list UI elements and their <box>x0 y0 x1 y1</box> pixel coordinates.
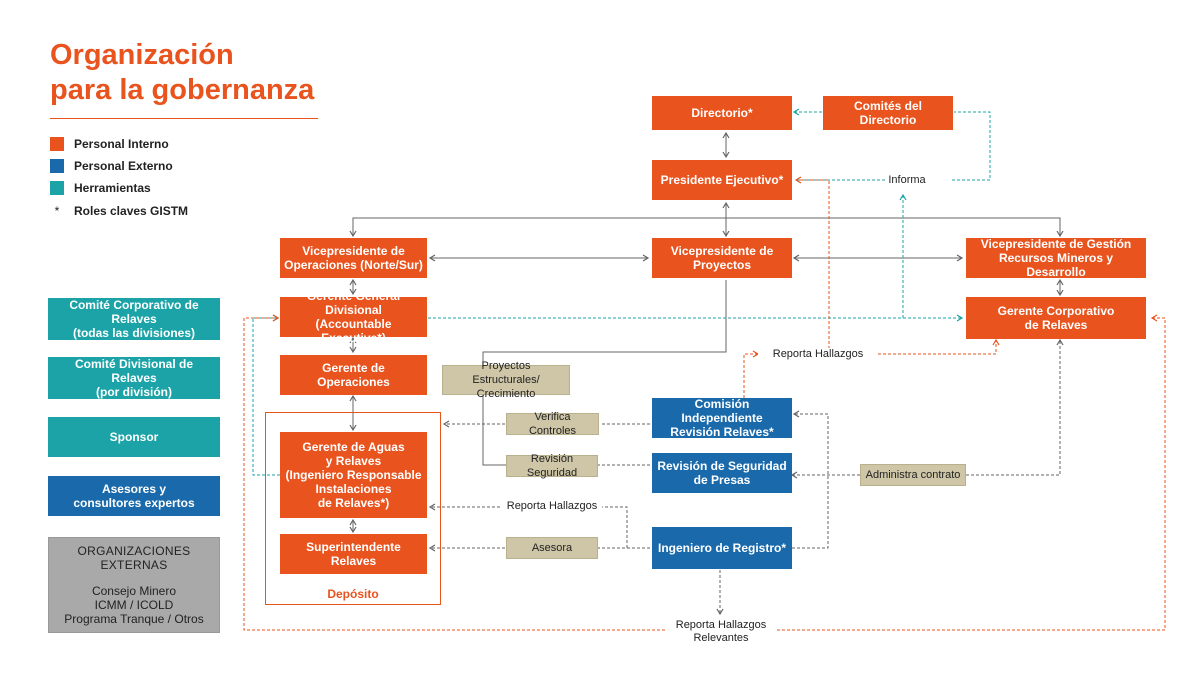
page-title: Organización para la gobernanza <box>50 38 314 108</box>
legend-label: Roles claves GISTM <box>74 204 189 218</box>
box-line: Sponsor <box>109 430 159 444</box>
legend-label: Personal Externo <box>74 159 173 173</box>
deposito-frame <box>265 412 441 605</box>
box-line: Presidente Ejecutivo* <box>660 173 784 187</box>
revision-presas-box: Revisión de Seguridad de Presas <box>652 453 792 493</box>
box-line: Comité Divisional de Relaves <box>74 357 194 385</box>
box-line: consultores expertos <box>73 496 195 510</box>
legend-herramientas: Herramientas <box>50 181 151 195</box>
revision-seguridad-box: Revisión Seguridad <box>506 453 598 479</box>
box-line: Comité Corporativo de Relaves <box>69 298 199 326</box>
reporta-hallazgos-label-2: Reporta Hallazgos <box>502 500 602 513</box>
box-line: (por división) <box>96 385 172 399</box>
box-line: Gerente de Aguas <box>302 440 405 454</box>
box-line: Directorio* <box>691 106 753 120</box>
box-line: Superintendente Relaves <box>306 540 401 568</box>
box-line: Administra contrato <box>865 469 961 481</box>
asterisk-icon: * <box>54 204 60 218</box>
box-line: Gerente General Divisional <box>306 289 401 317</box>
box-line: ICMM / ICOLD <box>94 598 174 612</box>
box-line: Recursos Mineros y Desarrollo <box>998 251 1114 279</box>
legend-swatch-blue <box>50 159 64 173</box>
reporta-hallazgos-relevantes-label: Reporta Hallazgos Relevantes <box>665 619 777 645</box>
comite-divisional-box: Comité Divisional de Relaves (por divisi… <box>48 357 220 399</box>
informa-label: Informa <box>885 174 929 187</box>
box-line: Proyectos <box>692 258 752 272</box>
box-line: Asesora <box>531 542 573 554</box>
deposito-label: Depósito <box>327 587 379 601</box>
organizaciones-externas-box: ORGANIZACIONES EXTERNAS Consejo Minero I… <box>48 537 220 633</box>
gerente-general-box: Gerente General Divisional (Accountable … <box>280 289 427 345</box>
gerente-operaciones-box: Gerente de Operaciones <box>280 355 427 395</box>
comision-box: Comisión Independiente Revisión Relaves* <box>652 397 792 439</box>
title-rule <box>50 118 318 119</box>
directorio-box: Directorio* <box>652 96 792 130</box>
box-line: Comisión Independiente <box>681 397 763 425</box>
comites-directorio-box: Comités del Directorio <box>823 96 953 130</box>
legend-roles-claves: * Roles claves GISTM <box>50 204 188 218</box>
box-line: y Relaves <box>325 454 382 468</box>
box-line: Gerente de <box>322 361 385 375</box>
box-line: Instalaciones <box>315 482 392 496</box>
box-line: Revisión Seguridad <box>526 453 578 479</box>
gerente-corporativo-box: Gerente Corporativo de Relaves <box>966 297 1146 339</box>
sponsor-box: Sponsor <box>48 417 220 457</box>
gerente-aguas-box: Gerente de Aguas y Relaves (Ingeniero Re… <box>280 432 427 518</box>
box-line: de Relaves <box>1024 318 1088 332</box>
label-line: Relevantes <box>693 632 749 644</box>
box-line: Revisión de Seguridad <box>657 459 787 473</box>
box-line: de Presas <box>693 473 751 487</box>
box-line: Vicepresidente de <box>302 244 405 258</box>
vp-operaciones-box: Vicepresidente de Operaciones (Norte/Sur… <box>280 238 427 278</box>
box-line: Programa Tranque / Otros <box>64 612 204 626</box>
presidente-box: Presidente Ejecutivo* <box>652 160 792 200</box>
legend-personal-externo: Personal Externo <box>50 159 173 173</box>
asesora-box: Asesora <box>506 537 598 559</box>
box-line: Operaciones <box>317 375 390 389</box>
reporta-hallazgos-label-1: Reporta Hallazgos <box>758 348 878 361</box>
legend-label: Herramientas <box>74 181 151 195</box>
box-line: Consejo Minero <box>91 584 177 598</box>
box-line: Proyectos Estructurales/ <box>472 360 540 386</box>
box-line: (Accountable Executive*) <box>315 317 392 345</box>
ingeniero-registro-box: Ingeniero de Registro* <box>652 527 792 569</box>
box-line: Gerente Corporativo <box>997 304 1115 318</box>
box-line: Ingeniero de Registro* <box>657 541 787 555</box>
box-line: (todas las divisiones) <box>72 326 196 340</box>
legend-label: Personal Interno <box>74 137 169 151</box>
box-line: Comités del Directorio <box>853 99 922 127</box>
comite-corporativo-box: Comité Corporativo de Relaves (todas las… <box>48 298 220 340</box>
title-line-1: Organización <box>50 39 234 71</box>
box-line: Verifica Controles <box>528 411 577 437</box>
label-line: Reporta Hallazgos <box>675 619 767 631</box>
title-line-2: para la gobernanza <box>50 74 315 106</box>
administra-contrato-box: Administra contrato <box>860 464 966 486</box>
box-line: Asesores y <box>101 482 167 496</box>
legend-swatch-orange <box>50 137 64 151</box>
box-line: Operaciones (Norte/Sur) <box>284 258 423 272</box>
box-line: Vicepresidente de Gestión <box>980 237 1132 251</box>
vp-proyectos-box: Vicepresidente de Proyectos <box>652 238 792 278</box>
vp-gestion-box: Vicepresidente de Gestión Recursos Miner… <box>966 237 1146 279</box>
verifica-controles-box: Verifica Controles <box>506 411 599 437</box>
box-heading: ORGANIZACIONES EXTERNAS <box>77 544 191 572</box>
proyectos-estructurales-box: Proyectos Estructurales/ Crecimiento <box>442 360 570 400</box>
box-line: Revisión Relaves* <box>670 425 774 439</box>
legend-swatch-teal <box>50 181 64 195</box>
box-line: Vicepresidente de <box>670 244 774 258</box>
box-line: de Relaves*) <box>317 496 390 510</box>
asesores-box: Asesores y consultores expertos <box>48 476 220 516</box>
superintendente-box: Superintendente Relaves <box>280 534 427 574</box>
box-line: (Ingeniero Responsable <box>285 468 422 482</box>
box-line: Crecimiento <box>476 388 536 400</box>
legend-personal-interno: Personal Interno <box>50 137 169 151</box>
